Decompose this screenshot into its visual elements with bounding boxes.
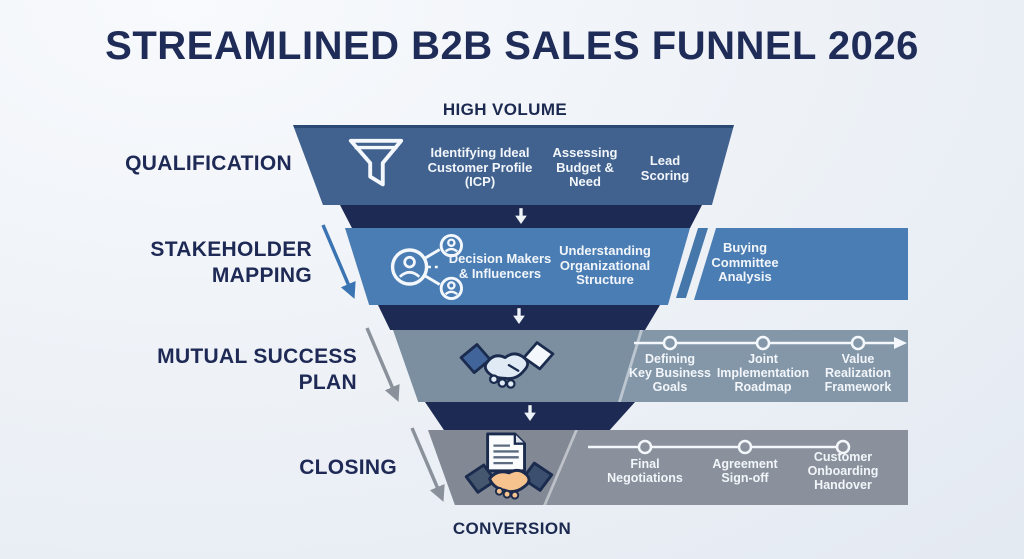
stage-item: Agreement Sign-off xyxy=(712,457,778,486)
down-arrow-icon xyxy=(513,308,525,324)
stage-label-mutual-success-plan: MUTUAL SUCCESS PLAN xyxy=(157,345,357,394)
stage-label-closing: CLOSING xyxy=(299,456,397,479)
timeline-node-icon xyxy=(850,335,866,351)
stage-item: Buying Committee Analysis xyxy=(711,240,779,285)
timeline-node-icon xyxy=(662,335,678,351)
page-title: STREAMLINED B2B SALES FUNNEL 2026 xyxy=(105,24,919,68)
stage-item: Defining Key Business Goals xyxy=(629,352,711,395)
stage-item: Decision Makers & Influencers xyxy=(448,251,552,281)
stage-item: Value Realization Framework xyxy=(824,352,892,395)
stage-label-stakeholder-mapping: STAKEHOLDER MAPPING xyxy=(150,238,312,287)
timeline-node-icon xyxy=(637,439,653,455)
stage-item: Assessing Budget & Need xyxy=(552,145,618,190)
stage-shape-qualification xyxy=(293,125,734,205)
high-volume-label: HIGH VOLUME xyxy=(442,100,568,119)
connector-qualification-stakeholder xyxy=(340,205,702,228)
timeline-node-icon xyxy=(737,439,753,455)
timeline-node-icon xyxy=(755,335,771,351)
stakeholder-side-panel xyxy=(694,228,908,300)
timeline-mutual-success xyxy=(634,335,907,351)
stage-shape-stakeholder-mapping xyxy=(345,228,690,305)
stage-item: Lead Scoring xyxy=(640,153,690,183)
down-arrow-icon xyxy=(515,208,527,224)
connector-stakeholder-mutual xyxy=(378,305,660,330)
stage-item: Identifying Ideal Customer Profile (ICP) xyxy=(427,145,533,190)
stage-item: Final Negotiations xyxy=(607,457,683,486)
down-arrow-icon xyxy=(524,405,536,421)
stage-item: Understanding Organizational Structure xyxy=(559,243,651,288)
contract-handshake-icon xyxy=(464,432,554,500)
network-people-icon xyxy=(390,233,463,301)
handshake-icon xyxy=(459,341,555,389)
flow-arrow-gray xyxy=(365,327,400,402)
funnel-icon xyxy=(348,138,404,187)
stage-item: Joint Implementation Roadmap xyxy=(716,352,810,395)
timeline-arrowhead-icon xyxy=(894,337,907,349)
timeline-node-icon xyxy=(835,439,851,455)
timeline-closing xyxy=(588,439,851,455)
stage-item: Customer Onboarding Handover xyxy=(807,450,879,493)
stage-label-qualification: QUALIFICATION xyxy=(125,152,292,175)
connector-mutual-closing xyxy=(425,402,635,430)
conversion-label: CONVERSION xyxy=(452,519,572,538)
